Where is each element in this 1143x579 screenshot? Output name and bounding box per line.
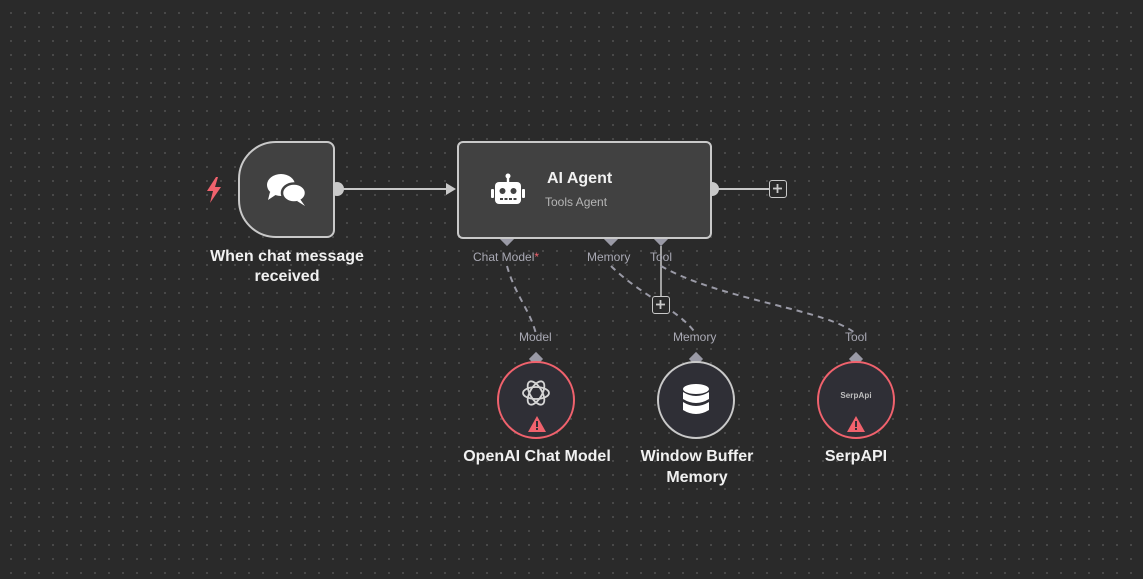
trigger-node-chat[interactable] xyxy=(238,141,335,238)
memory-node-title: Window Buffer Memory xyxy=(640,448,754,486)
required-indicator: * xyxy=(534,250,540,264)
serpapi-logo: SerpApi xyxy=(840,390,872,400)
robot-icon xyxy=(491,173,525,204)
openai-icon xyxy=(522,380,550,406)
memory-node-handle-label: Memory xyxy=(673,330,717,344)
sub-connection-tool xyxy=(660,265,857,335)
plus-icon xyxy=(656,300,665,309)
openai-handle-label: Model xyxy=(519,330,552,344)
serpapi-node[interactable]: SerpApi xyxy=(817,361,895,439)
sub-connection-model xyxy=(506,265,537,335)
plus-icon xyxy=(773,184,782,193)
connection-arrow-head xyxy=(446,183,456,195)
serpapi-handle-label: Tool xyxy=(845,330,868,344)
chat-model-handle-label: Chat Model* xyxy=(473,250,540,264)
warning-icon xyxy=(847,416,865,432)
chat-bubbles-icon xyxy=(266,173,307,206)
database-icon xyxy=(683,384,709,414)
window-buffer-memory-node[interactable] xyxy=(657,361,735,439)
openai-node-title: OpenAI Chat Model xyxy=(463,448,611,465)
bolt-icon xyxy=(207,177,221,203)
memory-handle-label: Memory xyxy=(587,250,631,264)
warning-icon xyxy=(528,416,546,432)
add-tool-button[interactable] xyxy=(652,296,670,314)
trigger-node-title: When chat message received xyxy=(210,248,364,285)
add-next-node-button[interactable] xyxy=(769,180,787,198)
agent-title: AI Agent xyxy=(547,170,613,187)
serpapi-node-title: SerpAPI xyxy=(824,448,888,465)
tool-handle-label: Tool xyxy=(650,250,673,264)
agent-subtitle: Tools Agent xyxy=(545,195,608,209)
